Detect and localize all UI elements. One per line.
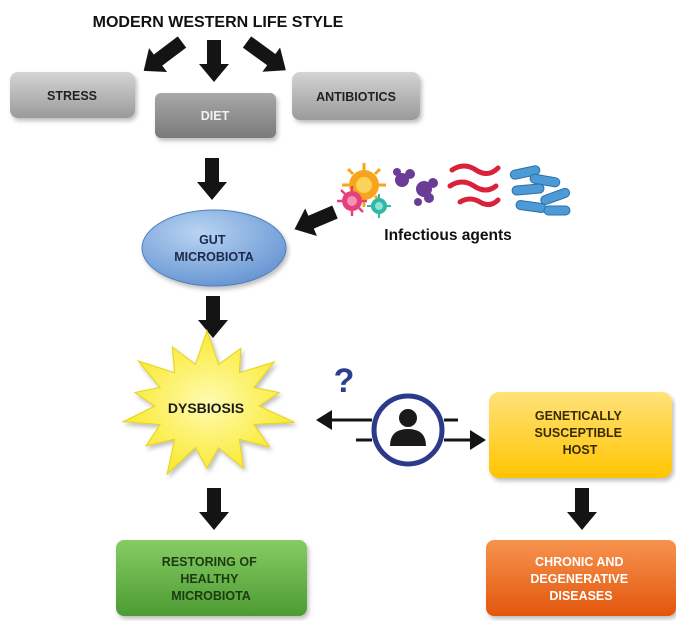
restoring-label: RESTORING OF HEALTHY MICROBIOTA <box>162 555 260 603</box>
dysbiosis-label: DYSBIOSIS <box>168 400 244 416</box>
host-label-line-1: GENETICALLY <box>535 409 623 423</box>
arrow-to-diet <box>199 40 229 82</box>
arrows-from-title <box>143 36 286 82</box>
arrow-host-to-chronic <box>567 488 597 530</box>
person-icon <box>371 393 445 467</box>
worm-icon <box>447 163 501 208</box>
arrow-dysbiosis-to-restoring <box>199 488 229 530</box>
host-label-line-2: SUSCEPTIBLE <box>535 426 623 440</box>
restoring-microbiota-node <box>116 540 307 616</box>
bacteria-icon <box>393 168 438 206</box>
arrow-diet-to-gut <box>197 158 227 200</box>
chronic-diseases-node <box>486 540 676 616</box>
genetically-susceptible-host-node <box>489 392 672 478</box>
bidirectional-connector <box>316 410 486 450</box>
gut-label-line-2: MICROBIOTA <box>174 250 254 264</box>
host-label-line-3: HOST <box>563 443 598 457</box>
dysbiosis-node <box>121 329 295 476</box>
infectious-agents-icons <box>337 163 571 218</box>
chronic-label-line-3: DISEASES <box>549 589 612 603</box>
arrow-to-antibiotics <box>242 36 286 72</box>
virus-icon <box>367 194 391 218</box>
gut-label-line-1: GUT <box>199 233 226 247</box>
gut-microbiota-node <box>141 209 287 287</box>
antibiotics-label: ANTIBIOTICS <box>316 90 396 104</box>
diagram-title: MODERN WESTERN LIFE STYLE <box>93 14 344 31</box>
restoring-label-line-1: RESTORING OF <box>162 555 257 569</box>
gut-microbiota-label: GUT MICROBIOTA <box>174 233 254 264</box>
arrow-gut-to-dysbiosis <box>198 296 228 338</box>
chronic-label-line-2: DEGENERATIVE <box>530 572 628 586</box>
diet-node <box>155 93 276 138</box>
chronic-label: CHRONIC AND DEGENERATIVE DISEASES <box>530 555 631 603</box>
question-mark: ? <box>334 362 355 400</box>
stress-label: STRESS <box>47 89 97 103</box>
arrow-to-stress <box>143 36 187 73</box>
virus-icon <box>337 186 367 216</box>
antibiotics-node <box>292 72 420 120</box>
host-label: GENETICALLY SUSCEPTIBLE HOST <box>535 409 626 457</box>
restoring-label-line-3: MICROBIOTA <box>171 589 251 603</box>
bacilli-icon <box>509 165 571 216</box>
stress-node <box>10 72 135 118</box>
arrow-infectious-to-gut <box>294 205 338 236</box>
chronic-label-line-1: CHRONIC AND <box>535 555 623 569</box>
restoring-label-line-2: HEALTHY <box>180 572 239 586</box>
infectious-agents-label: Infectious agents <box>384 227 511 244</box>
diet-label: DIET <box>201 109 230 123</box>
